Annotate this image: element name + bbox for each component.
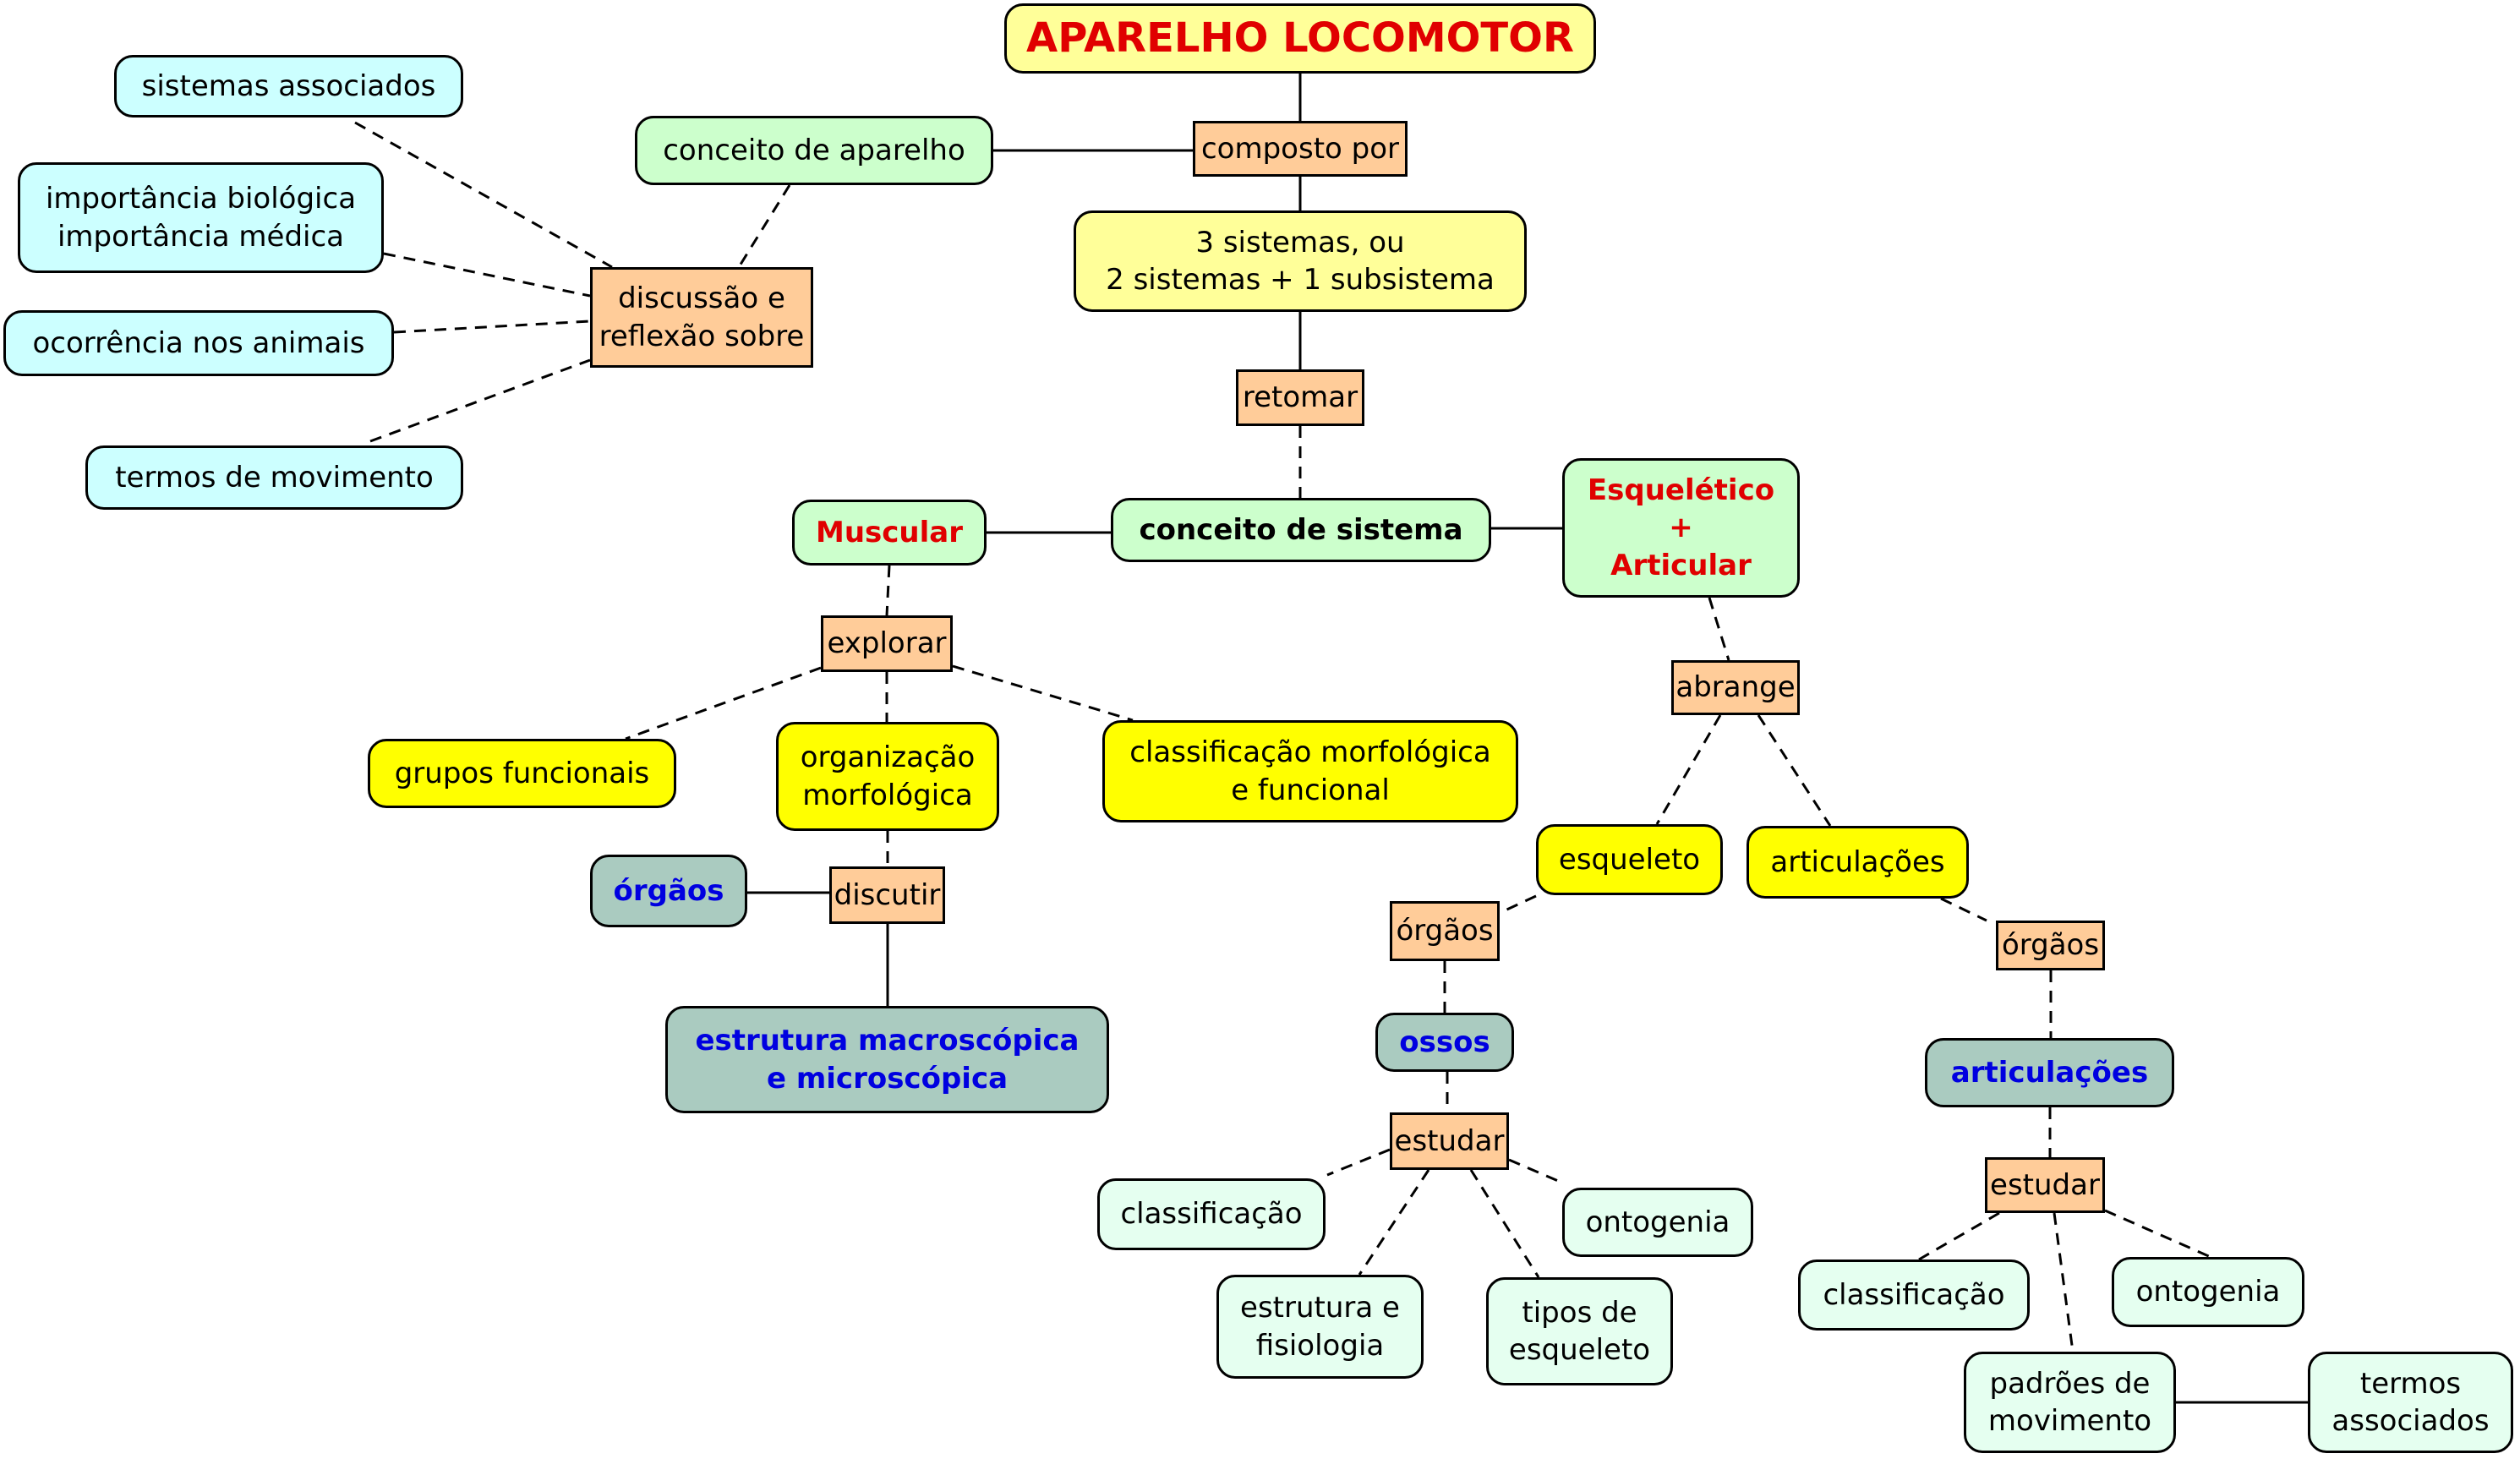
concept-classification-skeleton[interactable]: classificação bbox=[1097, 1178, 1326, 1250]
concept-classification-joints[interactable]: classificação bbox=[1798, 1260, 2030, 1331]
link-esqueletico-abrange bbox=[1708, 597, 1730, 661]
concept-muscular[interactable]: Muscular bbox=[792, 500, 987, 566]
linking-phrase-discutir[interactable]: discutir bbox=[829, 866, 945, 924]
link-estudar-classificacao bbox=[1326, 1148, 1391, 1177]
concept-apparatus-concept[interactable]: conceito de aparelho bbox=[635, 116, 993, 185]
concept-macro-micro-structure[interactable]: estrutura macroscópica e microscópica bbox=[665, 1006, 1109, 1113]
concept-three-systems[interactable]: 3 sistemas, ou 2 sistemas + 1 subsistema bbox=[1074, 210, 1527, 312]
link-estudar-tipos bbox=[1469, 1169, 1540, 1278]
link-termos-discussao bbox=[369, 358, 591, 443]
concept-system-concept[interactable]: conceito de sistema bbox=[1111, 498, 1491, 562]
concept-skeletal-articular[interactable]: Esquelético + Articular bbox=[1562, 458, 1800, 598]
link-aparelho-discussao bbox=[737, 184, 791, 268]
link-muscular-explorar bbox=[885, 565, 891, 616]
concept-associated-systems[interactable]: sistemas associados bbox=[114, 55, 463, 117]
concept-ontogeny-joints[interactable]: ontogenia bbox=[2112, 1257, 2304, 1327]
link-articulacoes-orgaos bbox=[1940, 897, 1987, 922]
concept-functional-groups[interactable]: grupos funcionais bbox=[368, 739, 676, 808]
link-importancia-discussao bbox=[383, 252, 591, 298]
concept-bones[interactable]: ossos bbox=[1375, 1013, 1514, 1072]
link-explorar-classificacao bbox=[952, 664, 1134, 722]
concept-importance[interactable]: importância biológica importância médica bbox=[18, 162, 384, 273]
link-sistemas-discussao bbox=[354, 121, 613, 269]
link-estudar-classificacao-art bbox=[1918, 1211, 2000, 1261]
link-ocorrencia-discussao bbox=[393, 320, 591, 334]
link-estudar-padroes bbox=[2053, 1212, 2074, 1352]
linking-phrase-orgaos-joints[interactable]: órgãos bbox=[1996, 921, 2105, 970]
concept-skeleton[interactable]: esqueleto bbox=[1536, 824, 1723, 895]
concept-occurrence-animals[interactable]: ocorrência nos animais bbox=[3, 310, 394, 376]
link-abrange-esqueleto bbox=[1655, 714, 1722, 825]
concept-muscle-organs[interactable]: órgãos bbox=[590, 855, 747, 927]
title-node[interactable]: APARELHO LOCOMOTOR bbox=[1004, 3, 1596, 74]
link-abrange-articulacoes bbox=[1757, 714, 1832, 827]
link-estudar-estrutura bbox=[1358, 1169, 1430, 1276]
linking-phrase-abrange[interactable]: abrange bbox=[1671, 660, 1800, 715]
linking-phrase-explorar[interactable]: explorar bbox=[821, 615, 953, 672]
linking-phrase-estudar-joints[interactable]: estudar bbox=[1985, 1157, 2105, 1213]
concept-associated-terms[interactable]: termos associados bbox=[2308, 1352, 2513, 1453]
concept-morphological-classification[interactable]: classificação morfológica e funcional bbox=[1102, 720, 1518, 822]
link-estudar-ontogenia-art bbox=[2104, 1209, 2211, 1259]
linking-phrase-composto-por[interactable]: composto por bbox=[1193, 121, 1408, 177]
concept-morphological-organization[interactable]: organização morfológica bbox=[776, 722, 999, 831]
concept-joints-teal[interactable]: articulações bbox=[1925, 1038, 2174, 1107]
link-estudar-ontogenia bbox=[1508, 1158, 1565, 1185]
concept-structure-physiology[interactable]: estrutura e fisiologia bbox=[1216, 1275, 1424, 1379]
concept-skeleton-types[interactable]: tipos de esqueleto bbox=[1486, 1277, 1673, 1385]
linking-phrase-retomar[interactable]: retomar bbox=[1236, 369, 1364, 426]
linking-phrase-discussao[interactable]: discussão e reflexão sobre bbox=[590, 267, 813, 368]
concept-movement-terms[interactable]: termos de movimento bbox=[85, 445, 463, 510]
concept-movement-patterns[interactable]: padrões de movimento bbox=[1964, 1352, 2176, 1453]
link-explorar-grupos bbox=[625, 666, 822, 740]
link-esqueleto-orgaos bbox=[1499, 894, 1537, 915]
linking-phrase-estudar-skeleton[interactable]: estudar bbox=[1390, 1112, 1509, 1170]
concept-ontogeny-skeleton[interactable]: ontogenia bbox=[1562, 1188, 1753, 1257]
linking-phrase-orgaos-skeleton[interactable]: órgãos bbox=[1390, 901, 1500, 961]
concept-joints-yellow[interactable]: articulações bbox=[1747, 826, 1969, 899]
